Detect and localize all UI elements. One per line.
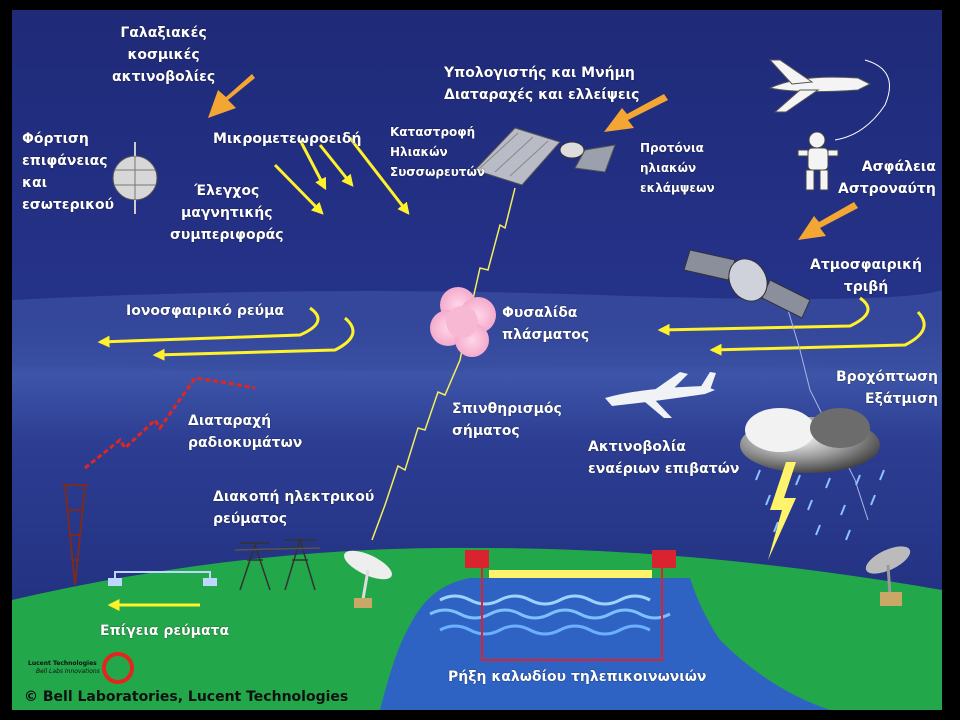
label-magnetic-control: Έλεγχος μαγνητικής συμπεριφοράς <box>170 183 284 243</box>
lightning-bolt <box>768 462 796 560</box>
drag-satellite-icon <box>683 249 811 319</box>
cable-station-left <box>465 550 489 568</box>
scintillation-signal-line <box>371 187 516 541</box>
label-solar-protons: Προτόνια ηλιακών εκλάμψεων <box>640 141 715 195</box>
spherical-satellite-icon <box>112 142 158 214</box>
label-astronaut-safety: Ασφάλεια Αστροναύτη <box>838 159 936 197</box>
label-micrometeoroids: Μικρομετεωροειδή <box>213 131 362 147</box>
copyright-text: © Bell Laboratories, Lucent Technologies <box>24 689 349 705</box>
label-ground-currents: Επίγεια ρεύματα <box>100 623 230 639</box>
galactic-rays-arrow <box>208 74 255 118</box>
label-galactic-rays: Γαλαξιακές κοσμικές ακτινοβολίες <box>112 25 216 85</box>
label-radio-disturbance: Διαταραχή ραδιοκυμάτων <box>188 413 303 451</box>
orange-arrows <box>208 74 858 240</box>
wave-3 <box>439 624 651 636</box>
radio-tower <box>62 484 88 586</box>
ground-pipe <box>114 571 211 580</box>
ocean-area <box>380 578 830 710</box>
lucent-logo-text: Lucent Technologies <box>28 660 97 667</box>
pipe-end-left <box>108 578 122 586</box>
solar-satellite-icon <box>474 127 616 186</box>
rain-drops <box>755 469 885 541</box>
label-plasma-bubble: Φυσαλίδα πλάσματος <box>502 305 590 343</box>
wave-2 <box>429 608 671 620</box>
radio-disturbance-path <box>84 376 256 470</box>
label-computer-memory: Υπολογιστής και Μνήμη Διαταραχές και ελλ… <box>444 65 640 103</box>
wave-1 <box>439 594 651 606</box>
label-signal-scintillation: Σπινθηρισμός σήματος <box>452 401 562 439</box>
dish-left <box>344 550 392 608</box>
astronaut-icon <box>797 131 839 191</box>
lucent-logo-ring <box>102 652 134 684</box>
label-surface-charging: Φόρτιση επιφάνειας και εσωτερικού <box>22 131 115 213</box>
pipe-end-right <box>203 578 217 586</box>
ionospheric-current-arrows <box>97 296 926 361</box>
micrometeoroid-arrows <box>273 137 410 215</box>
cable-loop <box>481 568 663 661</box>
label-cable-current: Ρήξη καλωδίου τηλεπικοινωνιών <box>448 669 707 685</box>
astronaut-arrow <box>798 202 858 240</box>
tether-line <box>834 59 890 141</box>
cable-segment-yellow <box>489 570 652 578</box>
power-pylons <box>234 537 321 591</box>
label-passenger-radiation: Ακτινοβολία εναέριων επιβατών <box>588 439 740 477</box>
cable-station-right <box>652 550 676 568</box>
label-rainfall-evaporation: Βροχόπτωση Εξάτμιση <box>836 369 939 407</box>
label-ionospheric-current: Ιονοσφαιρικό ρεύμα <box>126 303 285 319</box>
solar-proton-arrow <box>604 94 668 132</box>
airplane-icon <box>605 372 716 418</box>
dish-right <box>865 546 911 606</box>
label-solar-cell-damage: Καταστροφή Ηλιακών Συσσωρευτών <box>390 125 486 179</box>
lucent-tagline: Bell Labs Innovations <box>36 668 100 675</box>
space-shuttle-icon <box>768 59 872 113</box>
storm-cloud <box>740 408 880 473</box>
label-atmospheric-drag: Ατμοσφαιρική τριβή <box>810 257 923 295</box>
plasma-bubble <box>430 287 496 357</box>
label-power-outage: Διακοπή ηλεκτρικού ρεύματος <box>213 489 375 527</box>
